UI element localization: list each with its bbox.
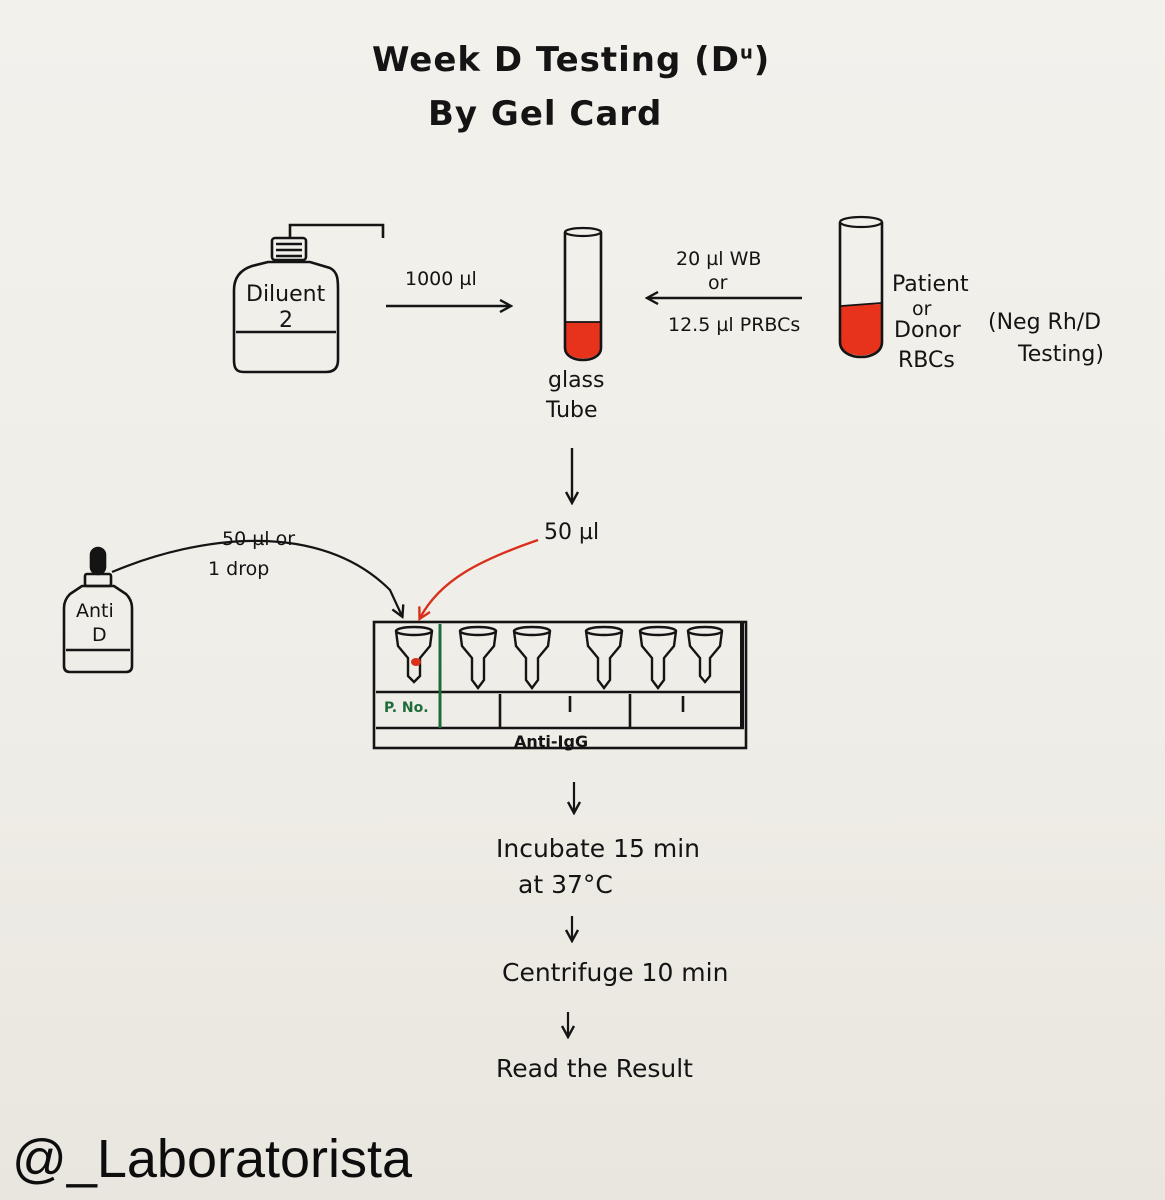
transfer-volume-label: 50 µl [544, 520, 600, 545]
neg-rhd-note-1: (Neg Rh/D [988, 310, 1102, 335]
gel-well-5 [638, 625, 678, 690]
step-incubate: Incubate 15 min [496, 834, 701, 863]
diluent-label: Diluent [246, 282, 326, 307]
diluent-volume-label: 1000 µl [405, 268, 477, 290]
anti-d-bottle-icon [62, 546, 134, 674]
anti-d-volume-label: 50 µl or [222, 528, 296, 550]
red-arrow-to-well [420, 538, 539, 618]
patient-tube-icon [838, 215, 884, 359]
gel-well-1 [394, 625, 434, 684]
gel-card-icon [372, 620, 748, 750]
sample-volume-prbc: 12.5 µl PRBCs [668, 314, 801, 336]
neg-rhd-note-2: Testing) [1018, 342, 1104, 367]
patient-number-label: P. No. [384, 700, 429, 716]
anti-d-drop-label: 1 drop [208, 558, 270, 580]
arrow-anti-d-to-well [111, 539, 402, 616]
glass-tube-label-2: Tube [546, 398, 598, 423]
rbcs-label: RBCs [898, 348, 955, 373]
gel-card-wells [394, 625, 724, 690]
anti-d-label-2: D [92, 624, 107, 646]
title-line-1: Week D Testing (Du) [372, 40, 770, 80]
gel-well-2 [458, 625, 498, 690]
step-incubate-temp: at 37°C [518, 870, 613, 899]
donor-label: Donor [894, 318, 961, 343]
diluent-bottle-icon [232, 223, 385, 374]
gel-well-6 [686, 625, 724, 684]
glass-tube-label-1: glass [548, 368, 605, 393]
gel-well-4 [584, 625, 624, 690]
sample-volume-wb: 20 µl WB [676, 248, 762, 270]
step-centrifuge: Centrifuge 10 min [502, 958, 729, 987]
title-superscript: u [739, 42, 754, 64]
diluent-number: 2 [279, 308, 293, 333]
patient-or-label: or [912, 298, 932, 320]
anti-igg-label: Anti-IgG [514, 732, 589, 751]
step-read-result: Read the Result [496, 1054, 693, 1083]
title-text: Week D Testing (D [372, 40, 740, 80]
watermark: @_Laboratorista [12, 1129, 413, 1189]
gel-well-3 [512, 625, 552, 690]
title-line-2: By Gel Card [428, 94, 663, 134]
sample-volume-or: or [708, 272, 728, 294]
anti-d-label-1: Anti [76, 600, 114, 622]
glass-tube-icon [563, 226, 603, 362]
patient-label: Patient [892, 272, 969, 297]
title-text-end: ) [753, 40, 771, 80]
